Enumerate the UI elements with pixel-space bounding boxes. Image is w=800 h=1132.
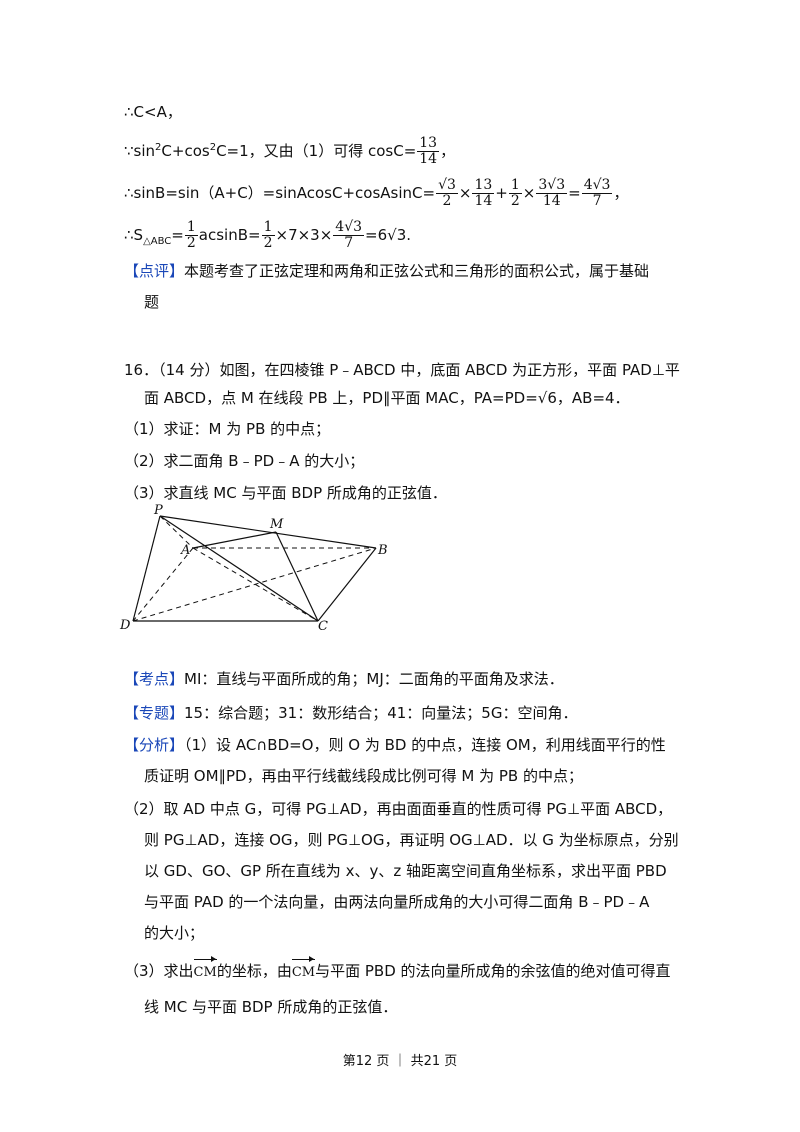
label-P: P [153, 503, 163, 518]
zhuanti-text: 15：综合题；31：数形结合；41：向量法；5G：空间角． [184, 704, 578, 722]
edge-PA [159, 515, 194, 549]
edge-AM [192, 531, 277, 549]
zhuanti-tag: 【专题】 [124, 704, 185, 722]
fenxi-tag: 【分析】 [124, 736, 185, 754]
edge-MC [275, 531, 319, 622]
edge-DB [132, 547, 377, 622]
label-A: A [180, 543, 190, 558]
kaodian-tag: 【考点】 [124, 670, 185, 688]
fenxi-line-4: 则 PG⊥AD，连接 OG，则 PG⊥OG，再证明 OG⊥AD．以 G 为坐标原… [144, 831, 679, 849]
problem-line-1: 16．（14 分）如图，在四棱锥 P﹣ABCD 中，底面 ABCD 为正方形，平… [124, 361, 680, 379]
vector-CM: CM [193, 956, 218, 984]
text: C=1，又由（1）可得 cosC= [216, 142, 417, 160]
fenxi-text: （1）设 AC∩BD=O，则 O 为 BD 的中点，连接 OM，利用线面平行的性 [184, 736, 666, 754]
label-C: C [318, 619, 328, 634]
problem-line-2: 面 ABCD，点 M 在线段 PB 上，PD∥平面 MAC，PA=PD=√6，A… [144, 389, 630, 407]
comment-tag: 【点评】 [124, 262, 185, 280]
page-footer: 第12 页 ｜ 共21 页 [342, 1054, 458, 1069]
fenxi-line-5: 以 GD、GO、GP 所在直线为 x、y、z 轴距离空间直角坐标系，求出平面 P… [144, 862, 667, 880]
problem-question-2: （2）求二面角 B﹣PD﹣A 的大小； [124, 452, 365, 470]
comment-text: 本题考查了正弦定理和两角和正弦公式和三角形的面积公式，属于基础 [184, 262, 650, 280]
edge-PD [132, 515, 161, 622]
edge-PC [159, 515, 319, 622]
edge-PB [159, 515, 377, 549]
label-B: B [377, 543, 388, 558]
edge-CB [317, 547, 377, 622]
fenxi-line-6: 与平面 PAD 的一个法向量，由两法向量所成角的大小可得二面角 B﹣PD﹣A [144, 893, 650, 911]
kaodian-line: 【考点】MI：直线与平面所成的角；MJ：二面角的平面角及求法． [124, 668, 564, 690]
fenxi-line-9: 线 MC 与平面 BDP 所成角的正弦值． [144, 998, 398, 1016]
comment-line-1: 【点评】本题考查了正弦定理和两角和正弦公式和三角形的面积公式，属于基础 [124, 260, 649, 282]
edge-AD [132, 547, 194, 622]
problem-question-1: （1）求证：M 为 PB 的中点； [124, 420, 331, 438]
label-M: M [269, 517, 284, 532]
fenxi-line-3: （2）取 AD 中点 G，可得 PG⊥AD，再由面面垂直的性质可得 PG⊥平面 … [124, 800, 673, 818]
text: ∵sin [124, 142, 156, 160]
text: C+cos [161, 142, 210, 160]
vector-CM: CM [291, 956, 316, 984]
pyramid-figure: P M A B D C [119, 503, 388, 634]
fenxi-line-2: 质证明 OM∥PD，再由平行线截线段成比例可得 M 为 PB 的中点； [144, 767, 583, 785]
problem-question-3: （3）求直线 MC 与平面 BDP 所成角的正弦值． [124, 484, 447, 502]
kaodian-text: MI：直线与平面所成的角；MJ：二面角的平面角及求法． [184, 670, 564, 688]
fenxi-line-7: 的大小； [144, 924, 205, 942]
fenxi-line-1: 【分析】（1）设 AC∩BD=O，则 O 为 BD 的中点，连接 OM，利用线面… [124, 734, 666, 756]
label-D: D [119, 618, 131, 633]
solution-line-1: ∴C<A， [124, 103, 182, 121]
zhuanti-line: 【专题】15：综合题；31：数形结合；41：向量法；5G：空间角． [124, 702, 577, 724]
fenxi-line-8: （3）求出CM的坐标，由CM与平面 PBD 的法向量所成角的余弦值的绝对值可得直 [124, 956, 671, 984]
comment-line-2: 题 [144, 293, 160, 311]
